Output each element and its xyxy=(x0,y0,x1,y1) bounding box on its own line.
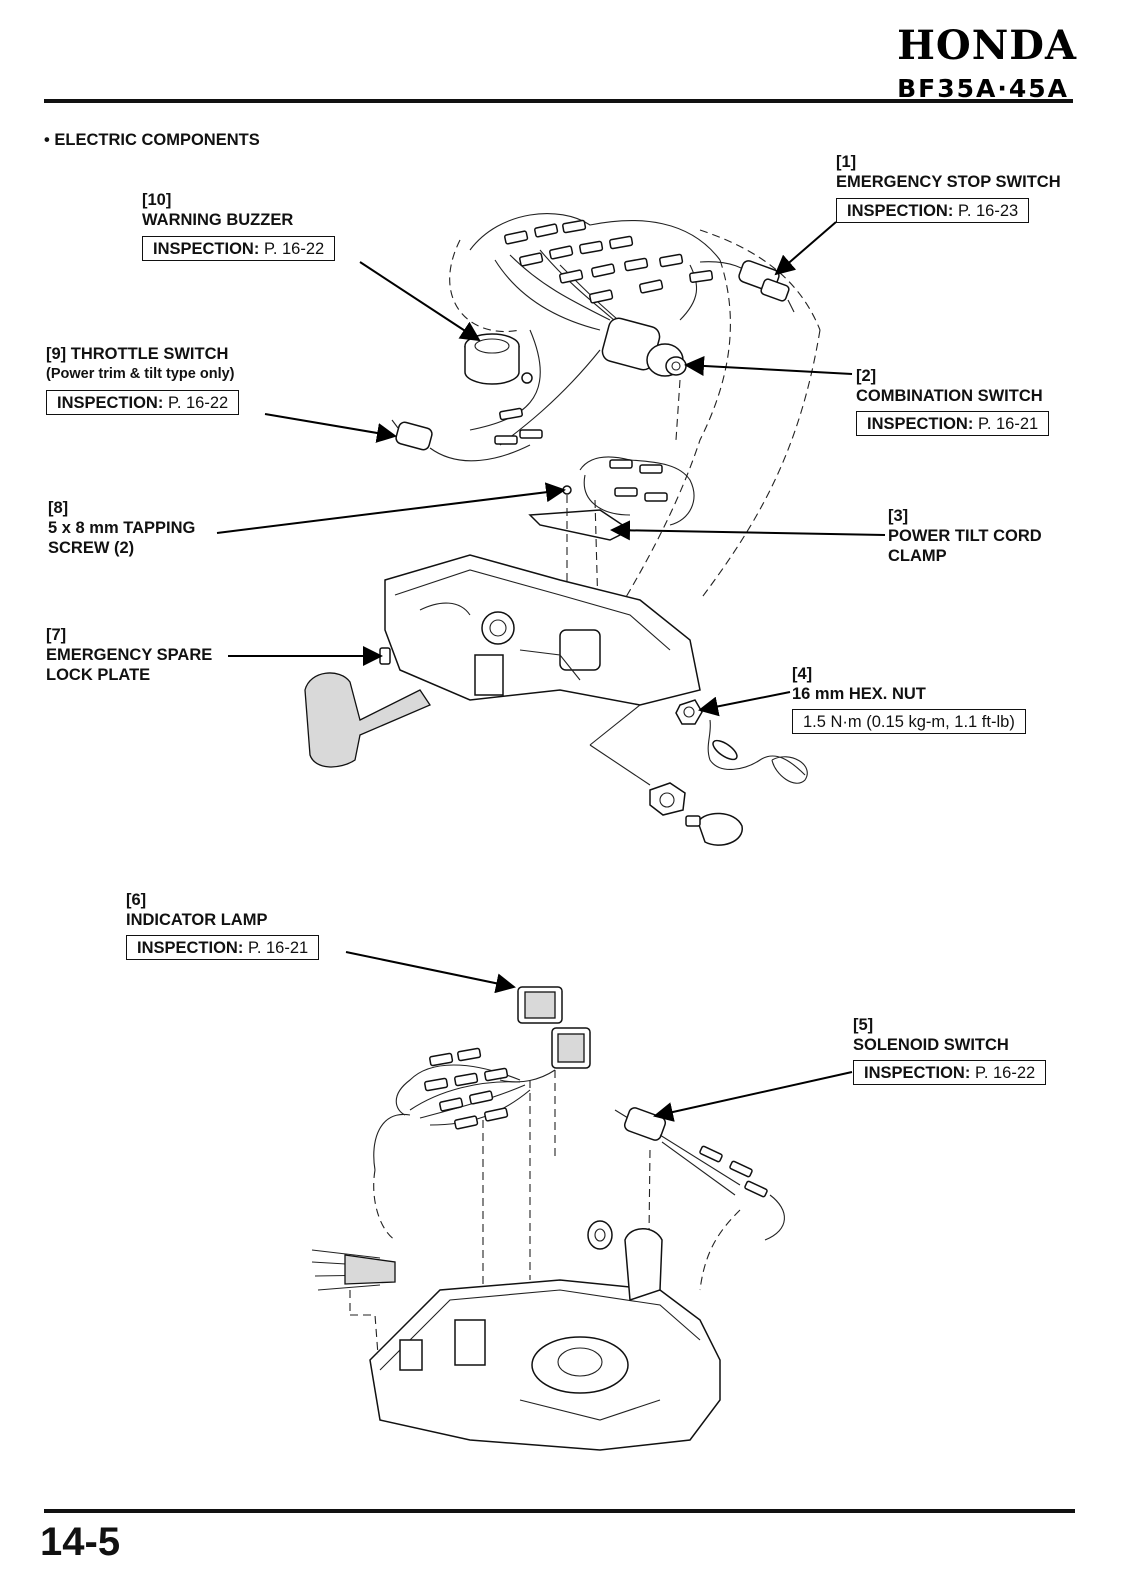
leader-arrows xyxy=(216,221,886,1122)
remote-control-box-upper xyxy=(304,554,701,768)
upper-connectors xyxy=(504,219,714,304)
callout-10-ref: P. 16-22 xyxy=(263,240,325,258)
page-number: 14-5 xyxy=(40,1520,121,1564)
callout-8-name-line1: 5 x 8 mm TAPPING xyxy=(48,519,196,537)
warning-buzzer-part xyxy=(464,333,533,385)
inspection-word: INSPECTION: xyxy=(57,394,164,412)
callout-2: [2] COMBINATION SWITCH xyxy=(856,366,1043,406)
model-number: BF35A·45A xyxy=(897,74,1069,103)
callout-5-name: SOLENOID SWITCH xyxy=(853,1036,1009,1054)
callout-9-inspection-box: INSPECTION: P. 16-22 xyxy=(46,390,240,415)
callout-2-name: COMBINATION SWITCH xyxy=(856,387,1043,405)
callout-1-name: EMERGENCY STOP SWITCH xyxy=(836,173,1061,191)
hex-nut-and-lanyard-part xyxy=(589,699,808,846)
inspection-word: INSPECTION: xyxy=(864,1064,971,1082)
inspection-word: INSPECTION: xyxy=(153,240,260,258)
callout-1-ref: P. 16-23 xyxy=(957,202,1019,220)
remote-control-box-lower xyxy=(311,1220,721,1451)
inspection-word: INSPECTION: xyxy=(137,939,244,957)
callout-8: [8] 5 x 8 mm TAPPING SCREW (2) xyxy=(48,498,195,558)
callout-9-ref: P. 16-22 xyxy=(167,394,229,412)
callout-6-inspection-box: INSPECTION: P. 16-21 xyxy=(126,935,320,960)
callout-3: [3] POWER TILT CORD CLAMP xyxy=(888,506,1042,566)
callout-7-number: [7] xyxy=(46,626,67,644)
callout-6-number: [6] xyxy=(126,891,147,909)
callout-4: [4] 16 mm HEX. NUT xyxy=(792,664,926,704)
callout-6-ref: P. 16-21 xyxy=(247,939,309,957)
callout-10: [10] WARNING BUZZER xyxy=(142,190,293,230)
section-title: • ELECTRIC COMPONENTS xyxy=(44,131,260,149)
callout-2-ref: P. 16-21 xyxy=(977,415,1039,433)
callout-3-name-line1: POWER TILT CORD xyxy=(888,527,1042,545)
footer-rule xyxy=(44,1509,1075,1513)
callout-3-number: [3] xyxy=(888,507,909,525)
callout-5-inspection-box: INSPECTION: P. 16-22 xyxy=(853,1060,1047,1085)
callout-5-number: [5] xyxy=(853,1016,874,1034)
callout-2-inspection-box: INSPECTION: P. 16-21 xyxy=(856,411,1050,436)
callout-4-torque-box: 1.5 N·m (0.15 kg-m, 1.1 ft-lb) xyxy=(792,709,1026,734)
callout-7-name-line1: EMERGENCY SPARE xyxy=(46,646,213,664)
throttle-switch-part xyxy=(391,407,543,462)
callout-4-name: 16 mm HEX. NUT xyxy=(792,685,926,703)
inspection-word: INSPECTION: xyxy=(847,202,954,220)
callout-9-note: (Power trim & tilt type only) xyxy=(46,366,235,382)
emergency-stop-switch-part xyxy=(738,260,795,313)
callout-8-name-line2: SCREW (2) xyxy=(48,539,135,557)
callout-1-number: [1] xyxy=(836,153,857,171)
callout-1: [1] EMERGENCY STOP SWITCH xyxy=(836,152,1061,192)
callout-7: [7] EMERGENCY SPARE LOCK PLATE xyxy=(46,625,212,685)
header-rule xyxy=(44,99,1073,103)
callout-10-inspection-box: INSPECTION: P. 16-22 xyxy=(142,236,336,261)
callout-6: [6] INDICATOR LAMP xyxy=(126,890,267,930)
callout-10-number: [10] xyxy=(142,191,172,209)
callout-10-name: WARNING BUZZER xyxy=(142,211,294,229)
callout-1-inspection-box: INSPECTION: P. 16-23 xyxy=(836,198,1030,223)
lower-wiring-harness xyxy=(373,1047,556,1300)
callout-7-name-line2: LOCK PLATE xyxy=(46,666,151,684)
callout-3-name-line2: CLAMP xyxy=(888,547,947,565)
callout-6-name: INDICATOR LAMP xyxy=(126,911,268,929)
callout-9: [9] THROTTLE SWITCH (Power trim & tilt t… xyxy=(46,344,235,384)
callout-8-number: [8] xyxy=(48,499,69,517)
inspection-word: INSPECTION: xyxy=(867,415,974,433)
combination-switch-part xyxy=(601,317,687,441)
indicator-lamp-part xyxy=(499,986,591,1083)
callout-9-number: [9] THROTTLE SWITCH xyxy=(46,345,229,363)
callout-5: [5] SOLENOID SWITCH xyxy=(853,1015,1009,1055)
callout-5-ref: P. 16-22 xyxy=(974,1064,1036,1082)
callout-2-number: [2] xyxy=(856,367,877,385)
callout-4-number: [4] xyxy=(792,665,813,683)
honda-logo: HONDA xyxy=(897,22,1077,69)
